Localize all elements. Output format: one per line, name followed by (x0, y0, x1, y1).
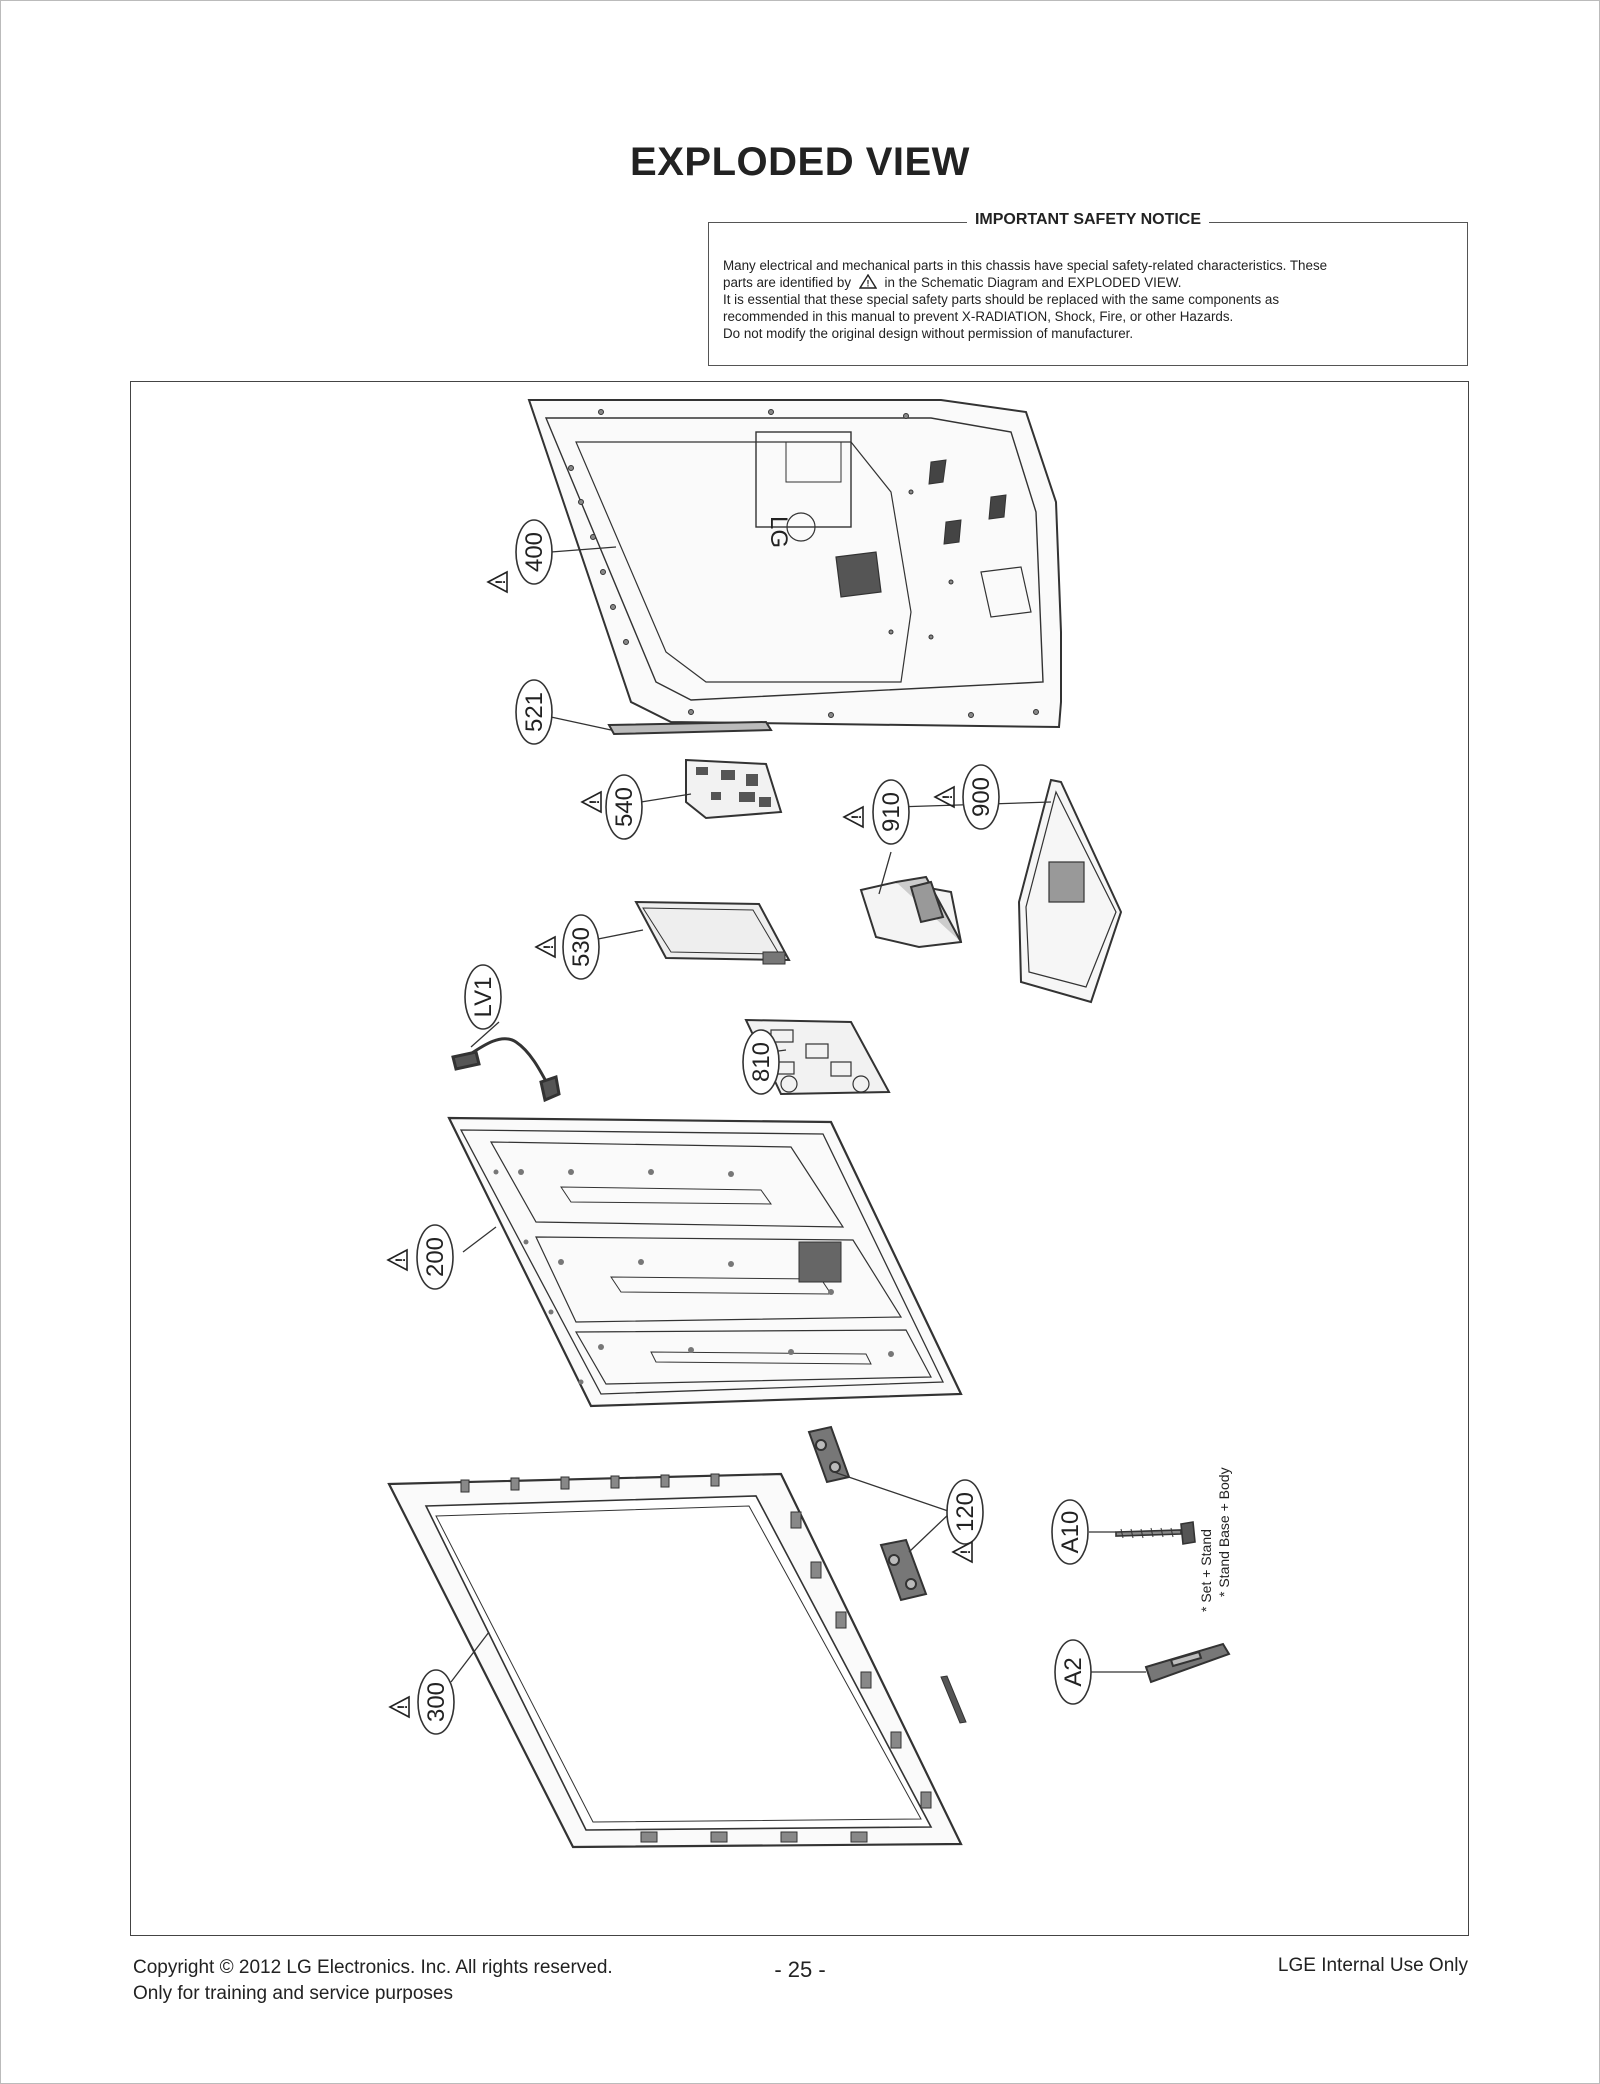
label-400: 400 (521, 532, 548, 572)
label-a10: A10 (1057, 1511, 1084, 1554)
label-910: 910 (878, 792, 905, 832)
page-title: EXPLODED VIEW (630, 140, 970, 184)
screw-a10 (1115, 1521, 1196, 1545)
leader-lines (450, 546, 1146, 1683)
chassis-frame-200 (447, 1116, 963, 1408)
main-board-540 (685, 758, 783, 820)
label-300: 300 (423, 1682, 450, 1722)
stand-cover-a2 (1144, 1642, 1231, 1684)
footer-internal: LGE Internal Use Only (1277, 1955, 1468, 1976)
notice-line-5: Do not modify the original design withou… (723, 326, 1134, 341)
warning-triangle-icon: ! (858, 273, 878, 289)
lg-logo: LG (765, 516, 792, 548)
exploded-view-drawing: ! LG (387, 399, 1232, 1849)
power-board-530 (634, 900, 791, 965)
notice-line-4: recommended in this manual to prevent X-… (723, 309, 1234, 324)
bracket-521 (607, 720, 773, 736)
footer-copyright: Copyright © 2012 LG Electronics. Inc. Al… (133, 1957, 613, 1978)
label-540: 540 (611, 787, 638, 827)
label-200: 200 (422, 1237, 449, 1277)
front-cabinet-300 (387, 1472, 963, 1849)
footer-training: Only for training and service purposes (133, 1983, 453, 2004)
safety-notice-body: Many electrical and mechanical parts in … (723, 257, 1453, 342)
cable-lv1 (451, 1037, 561, 1103)
notice-line-2b: in the Schematic Diagram and EXPLODED VI… (884, 275, 1182, 290)
label-810: 810 (748, 1042, 775, 1082)
safety-notice-heading: IMPORTANT SAFETY NOTICE (966, 211, 1210, 228)
stand-body-910 (859, 875, 963, 949)
note-set-stand: * Set + Stand (1198, 1529, 1214, 1612)
notice-line-2a: parts are identified by (723, 275, 852, 290)
safety-notice-box: IMPORTANT SAFETY NOTICE Many electrical … (708, 211, 1468, 366)
note-stand-base-body: * Stand Base + Body (1216, 1467, 1232, 1597)
speaker-120-upper (807, 1425, 851, 1484)
stand-base-900 (1017, 778, 1123, 1004)
speaker-120-lower (879, 1538, 928, 1602)
notice-line-1: Many electrical and mechanical parts in … (723, 258, 1328, 273)
pin-part (940, 1675, 967, 1724)
label-a2: A2 (1060, 1657, 1087, 1686)
bracket-810 (744, 1018, 891, 1096)
label-521: 521 (521, 692, 548, 732)
label-900: 900 (968, 777, 995, 817)
exploded-view-diagram: ! LG (130, 381, 1469, 1936)
label-lv1: LV1 (470, 977, 497, 1018)
page-number: - 25 - (774, 1957, 826, 1982)
back-cover-400 (527, 399, 1062, 729)
label-120: 120 (952, 1492, 979, 1532)
notice-line-3: It is essential that these special safet… (723, 292, 1280, 307)
label-ellipses (416, 519, 1092, 1735)
label-530: 530 (568, 927, 595, 967)
svg-text:!: ! (866, 279, 869, 289)
footer-left: Copyright © 2012 LG Electronics. Inc. Al… (133, 1955, 613, 2007)
